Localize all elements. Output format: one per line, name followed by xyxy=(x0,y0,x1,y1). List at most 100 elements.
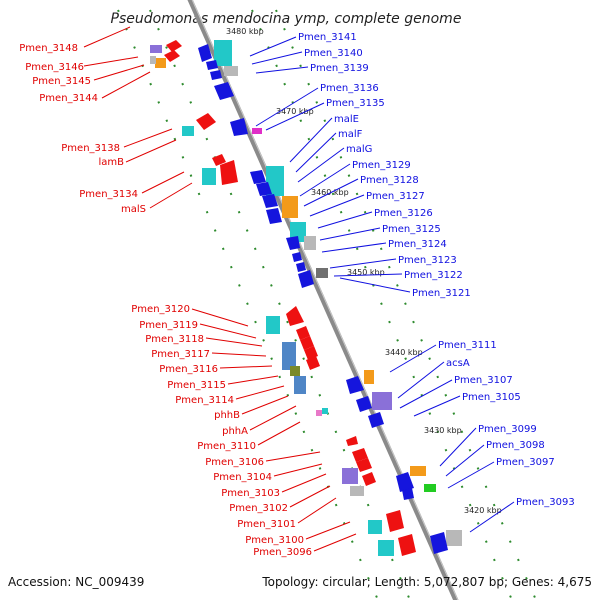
gene-malF[interactable] xyxy=(250,170,266,184)
gene-3100[interactable] xyxy=(368,520,382,534)
gene-3141b[interactable] xyxy=(198,44,212,62)
gene-label[interactable]: Pmen_3138 xyxy=(61,143,120,154)
gene-3106[interactable] xyxy=(346,436,358,446)
gene-3123[interactable] xyxy=(292,252,302,262)
gene-label[interactable]: Pmen_3145 xyxy=(32,76,91,87)
gene-label[interactable]: Pmen_3093 xyxy=(516,497,575,508)
gene-acsA[interactable] xyxy=(372,392,392,410)
gene-3117[interactable] xyxy=(300,336,314,350)
gene-phhA[interactable] xyxy=(294,376,306,394)
gene-label[interactable]: Pmen_3141 xyxy=(298,32,357,43)
gene-label[interactable]: Pmen_3098 xyxy=(486,440,545,451)
gene-label[interactable]: Pmen_3134 xyxy=(79,189,138,200)
gene-3103[interactable] xyxy=(342,468,358,484)
gene-3148[interactable] xyxy=(150,45,162,53)
gene-label[interactable]: Pmen_3118 xyxy=(145,334,204,345)
gene-3110[interactable] xyxy=(316,410,322,416)
gene-label[interactable]: Pmen_3140 xyxy=(304,48,363,59)
gene-3128[interactable] xyxy=(282,196,298,218)
gene-3137[interactable] xyxy=(196,113,216,130)
gene-3099f[interactable] xyxy=(386,510,404,532)
gene-3102[interactable] xyxy=(350,486,364,496)
gene-3097[interactable] xyxy=(424,484,436,492)
gene-3118[interactable] xyxy=(296,326,310,340)
gene-3120[interactable] xyxy=(266,316,280,334)
gene-label[interactable]: Pmen_3110 xyxy=(197,441,256,452)
gene-label[interactable]: Pmen_3121 xyxy=(412,288,471,299)
gene-3101[interactable] xyxy=(362,472,376,486)
gene-label[interactable]: Pmen_3148 xyxy=(19,43,78,54)
gene-label[interactable]: Pmen_3124 xyxy=(388,239,447,250)
gene-label[interactable]: Pmen_3136 xyxy=(320,83,379,94)
gene-malG[interactable] xyxy=(256,182,272,196)
gene-label[interactable]: Pmen_3096 xyxy=(253,547,312,558)
gene-label[interactable]: Pmen_3105 xyxy=(462,392,521,403)
gene-label[interactable]: Pmen_3120 xyxy=(131,304,190,315)
gene-label[interactable]: malF xyxy=(338,129,363,140)
gene-3123b[interactable] xyxy=(296,262,306,272)
gene-3093b[interactable] xyxy=(430,532,448,554)
gene-3115[interactable] xyxy=(306,356,320,370)
gene-3134[interactable] xyxy=(202,168,216,185)
gene-phhB[interactable] xyxy=(290,366,300,376)
gene-label[interactable]: Pmen_3139 xyxy=(310,63,369,74)
gene-label[interactable]: phhA xyxy=(222,426,248,437)
gene-3121[interactable] xyxy=(316,268,328,278)
gene-label[interactable]: Pmen_3119 xyxy=(139,320,198,331)
gene-3119[interactable] xyxy=(286,306,304,326)
gene-label[interactable]: Pmen_3101 xyxy=(237,519,296,530)
gene-3147[interactable] xyxy=(166,40,182,52)
gene-3111[interactable] xyxy=(364,370,374,384)
gene-3144[interactable] xyxy=(150,56,156,64)
gene-label[interactable]: Pmen_3099 xyxy=(478,424,537,435)
gene-3140b[interactable] xyxy=(210,70,222,80)
gene-3107[interactable] xyxy=(356,396,372,412)
gene-label[interactable]: Pmen_3100 xyxy=(245,535,304,546)
gene-label[interactable]: Pmen_3146 xyxy=(25,62,84,73)
gene-label[interactable]: Pmen_3126 xyxy=(374,208,433,219)
gene-malE[interactable] xyxy=(266,166,284,196)
gene-label[interactable]: Pmen_3144 xyxy=(39,93,98,104)
gene-label[interactable]: phhB xyxy=(214,410,240,421)
gene-label[interactable]: Pmen_3107 xyxy=(454,375,513,386)
gene-3136[interactable] xyxy=(230,118,248,136)
gene-label[interactable]: Pmen_3129 xyxy=(352,160,411,171)
gene-3138[interactable] xyxy=(182,126,194,136)
gene-3114[interactable] xyxy=(282,342,296,370)
gene-label[interactable]: Pmen_3116 xyxy=(159,364,218,375)
gene-label[interactable]: Pmen_3135 xyxy=(326,98,385,109)
gene-3133[interactable] xyxy=(220,160,238,185)
gene-3104[interactable] xyxy=(356,458,372,472)
gene-3140[interactable] xyxy=(206,60,218,70)
gene-label[interactable]: Pmen_3102 xyxy=(229,503,288,514)
gene-label[interactable]: Pmen_3111 xyxy=(438,340,497,351)
gene-label[interactable]: malE xyxy=(334,114,359,125)
gene-3099[interactable] xyxy=(410,466,426,476)
gene-label[interactable]: acsA xyxy=(446,358,470,369)
gene-3098b[interactable] xyxy=(402,488,414,500)
gene-3139b[interactable] xyxy=(214,82,234,100)
gene-3132[interactable] xyxy=(212,154,226,166)
gene-3093[interactable] xyxy=(446,530,462,546)
gene-3105[interactable] xyxy=(368,412,384,428)
gene-3124[interactable] xyxy=(286,236,300,250)
gene-label[interactable]: malS xyxy=(121,204,146,215)
gene-3129[interactable] xyxy=(262,194,278,208)
gene-3141[interactable] xyxy=(214,40,232,66)
gene-3145[interactable] xyxy=(155,58,166,68)
gene-3135[interactable] xyxy=(252,128,262,134)
gene-3111b[interactable] xyxy=(346,376,364,394)
gene-label[interactable]: Pmen_3114 xyxy=(175,395,234,406)
gene-3122[interactable] xyxy=(298,270,314,288)
gene-3110b[interactable] xyxy=(322,408,328,414)
gene-3096[interactable] xyxy=(378,540,394,556)
gene-label[interactable]: Pmen_3106 xyxy=(205,457,264,468)
gene-3116[interactable] xyxy=(304,346,318,360)
gene-label[interactable]: Pmen_3127 xyxy=(366,191,425,202)
gene-3105r[interactable] xyxy=(352,448,368,462)
gene-label[interactable]: Pmen_3122 xyxy=(404,270,463,281)
gene-label[interactable]: Pmen_3125 xyxy=(382,224,441,235)
gene-label[interactable]: Pmen_3128 xyxy=(360,175,419,186)
gene-3098[interactable] xyxy=(396,472,414,492)
gene-3125[interactable] xyxy=(304,236,316,250)
